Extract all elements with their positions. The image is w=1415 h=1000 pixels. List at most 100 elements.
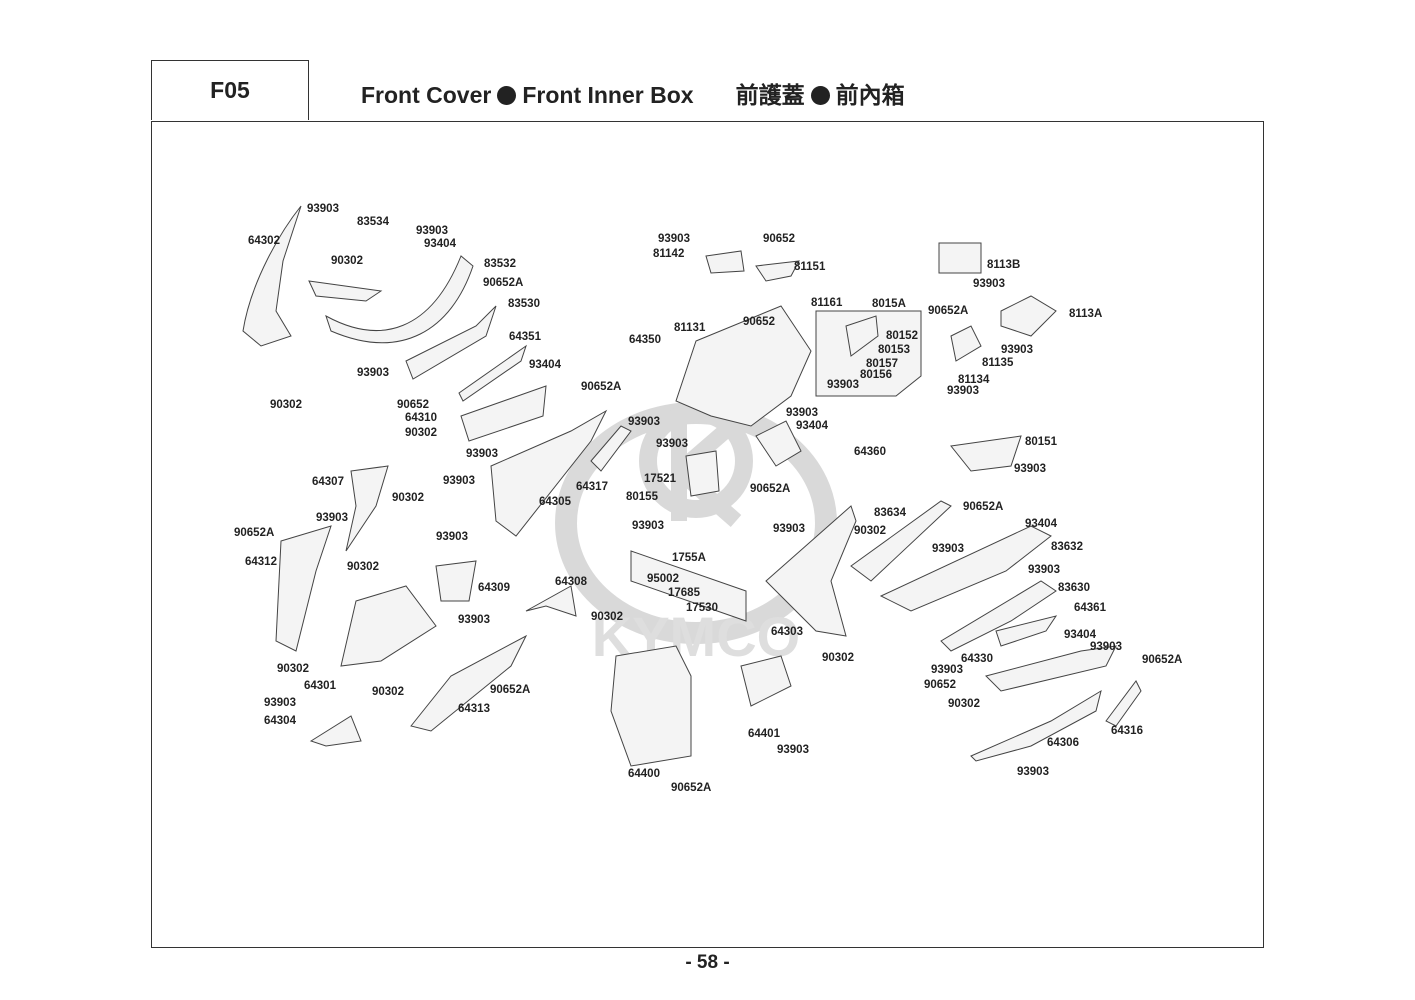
part-number-label: 90302 [392, 492, 424, 504]
part-number-label: 64400 [628, 768, 660, 780]
part-number-label: 17530 [686, 602, 718, 614]
title-cn-1: 前護蓋 [735, 82, 805, 108]
part-number-label: 93903 [656, 438, 688, 450]
part-number-label: 90302 [591, 611, 623, 623]
part-64303-upper [755, 420, 802, 467]
part-number-label: 64401 [748, 728, 781, 740]
part-number-label: 90302 [854, 525, 886, 537]
bullet-icon [497, 86, 517, 105]
part-number-label: 90302 [331, 255, 363, 267]
part-64316 [1105, 680, 1142, 727]
part-8113A [1000, 295, 1057, 337]
part-number-label: 64330 [961, 653, 993, 665]
part-number-label: 64316 [1111, 725, 1143, 737]
part-number-label: 64304 [264, 715, 297, 727]
part-number-label: 81151 [794, 261, 826, 273]
part-81142 [705, 250, 745, 274]
part-number-label: 81142 [653, 248, 684, 260]
part-number-label: 64303 [771, 626, 803, 638]
part-number-label: 64308 [555, 576, 588, 588]
title-en-2: Front Inner Box [522, 82, 694, 108]
part-shapes [242, 205, 1142, 767]
part-number-label: 64309 [478, 582, 510, 594]
part-number-label: 90302 [347, 561, 379, 573]
part-number-label: 93404 [529, 359, 562, 371]
part-number-label: 90652A [963, 501, 1003, 513]
part-number-label: 83630 [1058, 582, 1090, 594]
part-number-label: 93903 [1014, 463, 1046, 475]
part-number-label: 93903 [1028, 564, 1060, 576]
part-number-label: 90302 [822, 652, 854, 664]
part-number-label: 64305 [539, 496, 572, 508]
part-64304 [309, 715, 362, 747]
part-number-label: 90652A [671, 782, 711, 794]
part-1755A-box [630, 550, 747, 622]
part-64313 [410, 634, 528, 732]
part-64303 [765, 505, 857, 637]
part-number-label: 90302 [277, 663, 309, 675]
part-64312 [275, 525, 332, 652]
part-number-label: 80156 [860, 369, 892, 381]
part-64310 [460, 385, 547, 442]
part-number-label: 93404 [424, 238, 457, 250]
part-number-label: 93903 [632, 520, 664, 532]
part-number-label: 83532 [484, 258, 516, 270]
part-64317 [590, 425, 632, 472]
part-number-label: 64302 [248, 235, 280, 247]
part-number-label: 83632 [1051, 541, 1083, 553]
part-number-label: 93903 [436, 531, 468, 543]
part-number-label: 93903 [416, 225, 448, 237]
part-number-label: 90302 [270, 399, 302, 411]
part-64302 [242, 205, 302, 347]
part-64330 [985, 645, 1117, 692]
part-64401 [740, 655, 792, 707]
part-number-label: 93903 [628, 416, 660, 428]
part-number-label: 64317 [576, 481, 608, 493]
part-number-label: 8113A [1069, 308, 1102, 320]
part-64307 [345, 465, 389, 552]
part-number-label: 64351 [509, 331, 542, 343]
part-number-label: 93903 [932, 543, 964, 555]
part-number-label: 90302 [405, 427, 437, 439]
part-number-label: 93903 [1090, 641, 1122, 653]
part-number-label: 64310 [405, 412, 437, 424]
part-8113B-box [938, 242, 982, 274]
part-number-label: 93903 [973, 278, 1005, 290]
part-number-label: 17685 [668, 587, 701, 599]
part-number-label: 93903 [458, 614, 490, 626]
part-number-label: 90652 [924, 679, 956, 691]
part-number-label: 81134 [958, 374, 990, 386]
part-number-label: 93903 [777, 744, 809, 756]
part-number-label: 80151 [1025, 436, 1058, 448]
part-number-label: 93903 [947, 385, 979, 397]
title-en-1: Front Cover [361, 82, 492, 108]
part-number-label: 64350 [629, 334, 661, 346]
part-number-label: 90652 [397, 399, 429, 411]
part-number-label: 81161 [811, 297, 843, 309]
part-83630 [940, 580, 1057, 652]
part-81151 [755, 260, 800, 282]
part-64361 [995, 615, 1058, 647]
part-number-label: 83634 [874, 507, 907, 519]
part-80152 [845, 315, 879, 357]
part-number-label: 90652A [483, 277, 523, 289]
part-81135 [950, 325, 982, 362]
part-number-label: 93903 [786, 407, 818, 419]
part-number-label: 93903 [466, 448, 498, 460]
part-number-label: 90302 [948, 698, 980, 710]
part-number-label: 93903 [443, 475, 475, 487]
part-17521 [685, 450, 720, 497]
part-number-label: 93903 [316, 512, 348, 524]
part-number-label: 90652A [1142, 654, 1182, 666]
part-80151 [950, 435, 1022, 472]
part-number-label: 93903 [773, 523, 805, 535]
part-number-label: 8113B [987, 259, 1020, 271]
part-number-label: 81131 [674, 322, 706, 334]
part-number-label: 90652A [234, 527, 274, 539]
part-number-label: 95002 [647, 573, 679, 585]
part-number-label: 93903 [1001, 344, 1033, 356]
part-number-label: 64306 [1047, 737, 1079, 749]
part-number-label: 90302 [372, 686, 404, 698]
part-64309 [435, 560, 477, 602]
